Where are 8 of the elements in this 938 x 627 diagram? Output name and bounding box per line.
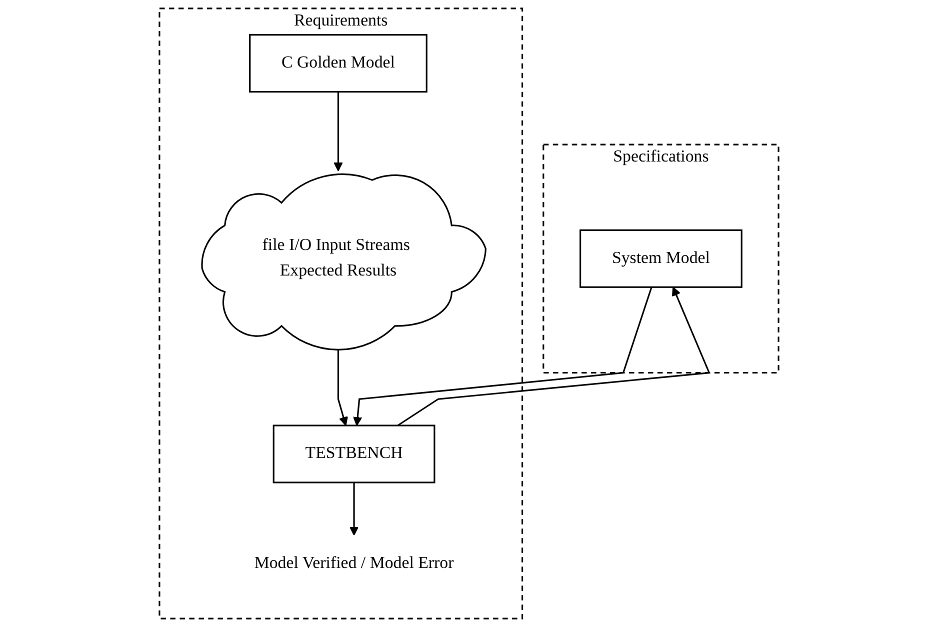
arrow [334,92,343,172]
node-box: TESTBENCH [272,424,436,484]
node-text: Model Verified / Model Error [254,554,454,572]
arrow [397,286,710,426]
arrow [349,482,359,536]
node-box: C Golden Model [249,34,428,93]
arrow [352,286,652,426]
node-box: System Model [580,229,742,288]
